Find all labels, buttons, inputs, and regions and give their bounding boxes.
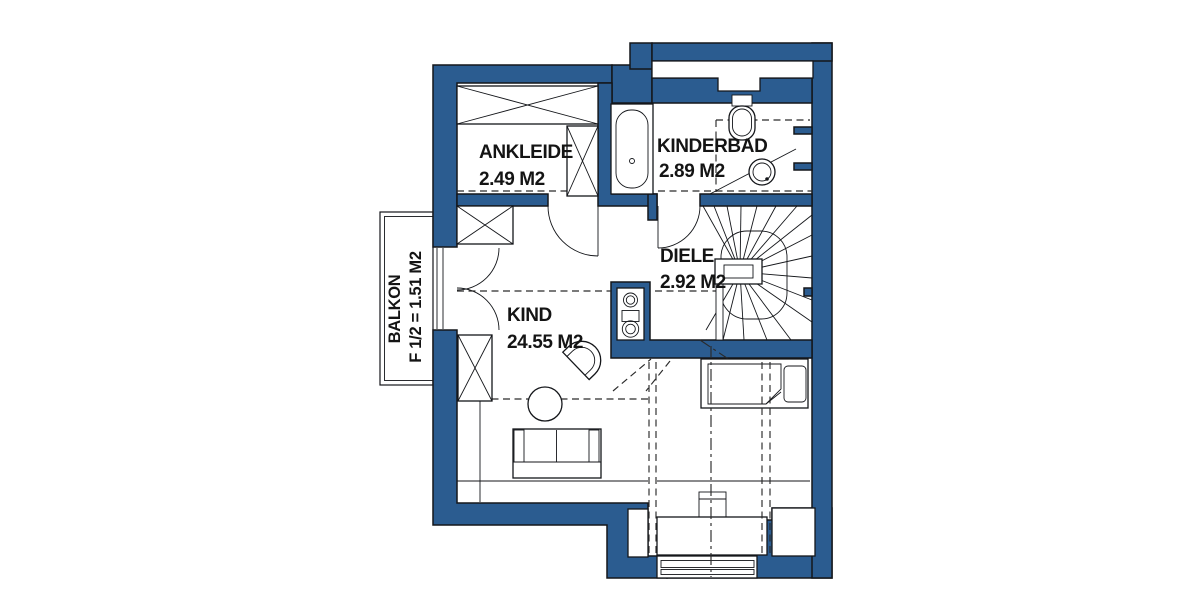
wall-bath-northwest — [611, 64, 653, 104]
bed — [700, 358, 809, 409]
round-table — [527, 386, 563, 422]
dormer-dash-diag2 — [645, 360, 671, 392]
wall-bath-step — [629, 42, 653, 70]
sofa — [512, 428, 602, 479]
window-bay-centre-bar1 — [660, 560, 755, 568]
french-door-leaf-top — [456, 247, 500, 291]
wall-jamb-stub — [647, 193, 658, 221]
staircase — [702, 205, 813, 341]
window-bay-left — [627, 508, 649, 558]
openings — [436, 60, 816, 579]
label-ankleide: ANKLEIDE — [479, 142, 573, 163]
wall-ankleide-south — [456, 193, 549, 207]
stair-newel — [714, 258, 763, 285]
wall-bath-south — [699, 193, 813, 207]
stair-newel-inner — [723, 264, 754, 279]
corner-sink — [709, 148, 797, 195]
bathtub — [610, 103, 654, 195]
label-kind-area: 24.55 M2 — [507, 332, 583, 353]
desk-chair — [698, 491, 727, 519]
wall-stub-niche-2 — [793, 162, 813, 171]
wardrobe-top — [456, 85, 599, 125]
window-bay-centre — [656, 555, 758, 579]
dormer-window — [651, 60, 814, 92]
dormer-lines — [612, 346, 771, 577]
label-diele-area: 2.92 M2 — [660, 272, 726, 293]
french-door-leaf-bottom — [456, 287, 500, 331]
wall-stub-stairs — [803, 287, 813, 297]
wall-stub-niche-1 — [793, 126, 813, 135]
furniture — [456, 85, 809, 556]
label-balkon: BALKON — [386, 275, 404, 344]
label-balkon-area: F 1/2 = 1.51 M2 — [407, 251, 425, 363]
label-diele: DIELE — [660, 246, 714, 267]
armchair — [561, 340, 602, 381]
label-ankleide-area: 2.49 M2 — [479, 169, 545, 190]
ankleide-door-swing — [547, 205, 599, 257]
wardrobe-kind-lower — [457, 334, 493, 402]
wall-north-upper — [651, 42, 833, 62]
balcony — [379, 211, 434, 386]
label-kinderbad-area: 2.89 M2 — [659, 161, 725, 182]
wardrobe-side — [566, 125, 599, 197]
window-bay-right — [771, 507, 816, 557]
bath-door-swing — [657, 205, 701, 249]
wall-east — [811, 42, 833, 579]
window-bay-centre-bar2 — [660, 569, 755, 575]
wardrobe-kind-upper — [456, 205, 514, 245]
chimney-shaft — [616, 287, 645, 341]
toilet — [728, 94, 756, 141]
room-labels: ANKLEIDE 2.49 M2 KINDERBAD 2.89 M2 DIELE… — [386, 136, 768, 363]
dormer-dash-diag1 — [612, 358, 652, 392]
balcony-inner-outline — [384, 216, 434, 381]
label-kinderbad: KINDERBAD — [657, 136, 767, 157]
desk — [656, 491, 768, 556]
label-kind: KIND — [507, 305, 552, 326]
